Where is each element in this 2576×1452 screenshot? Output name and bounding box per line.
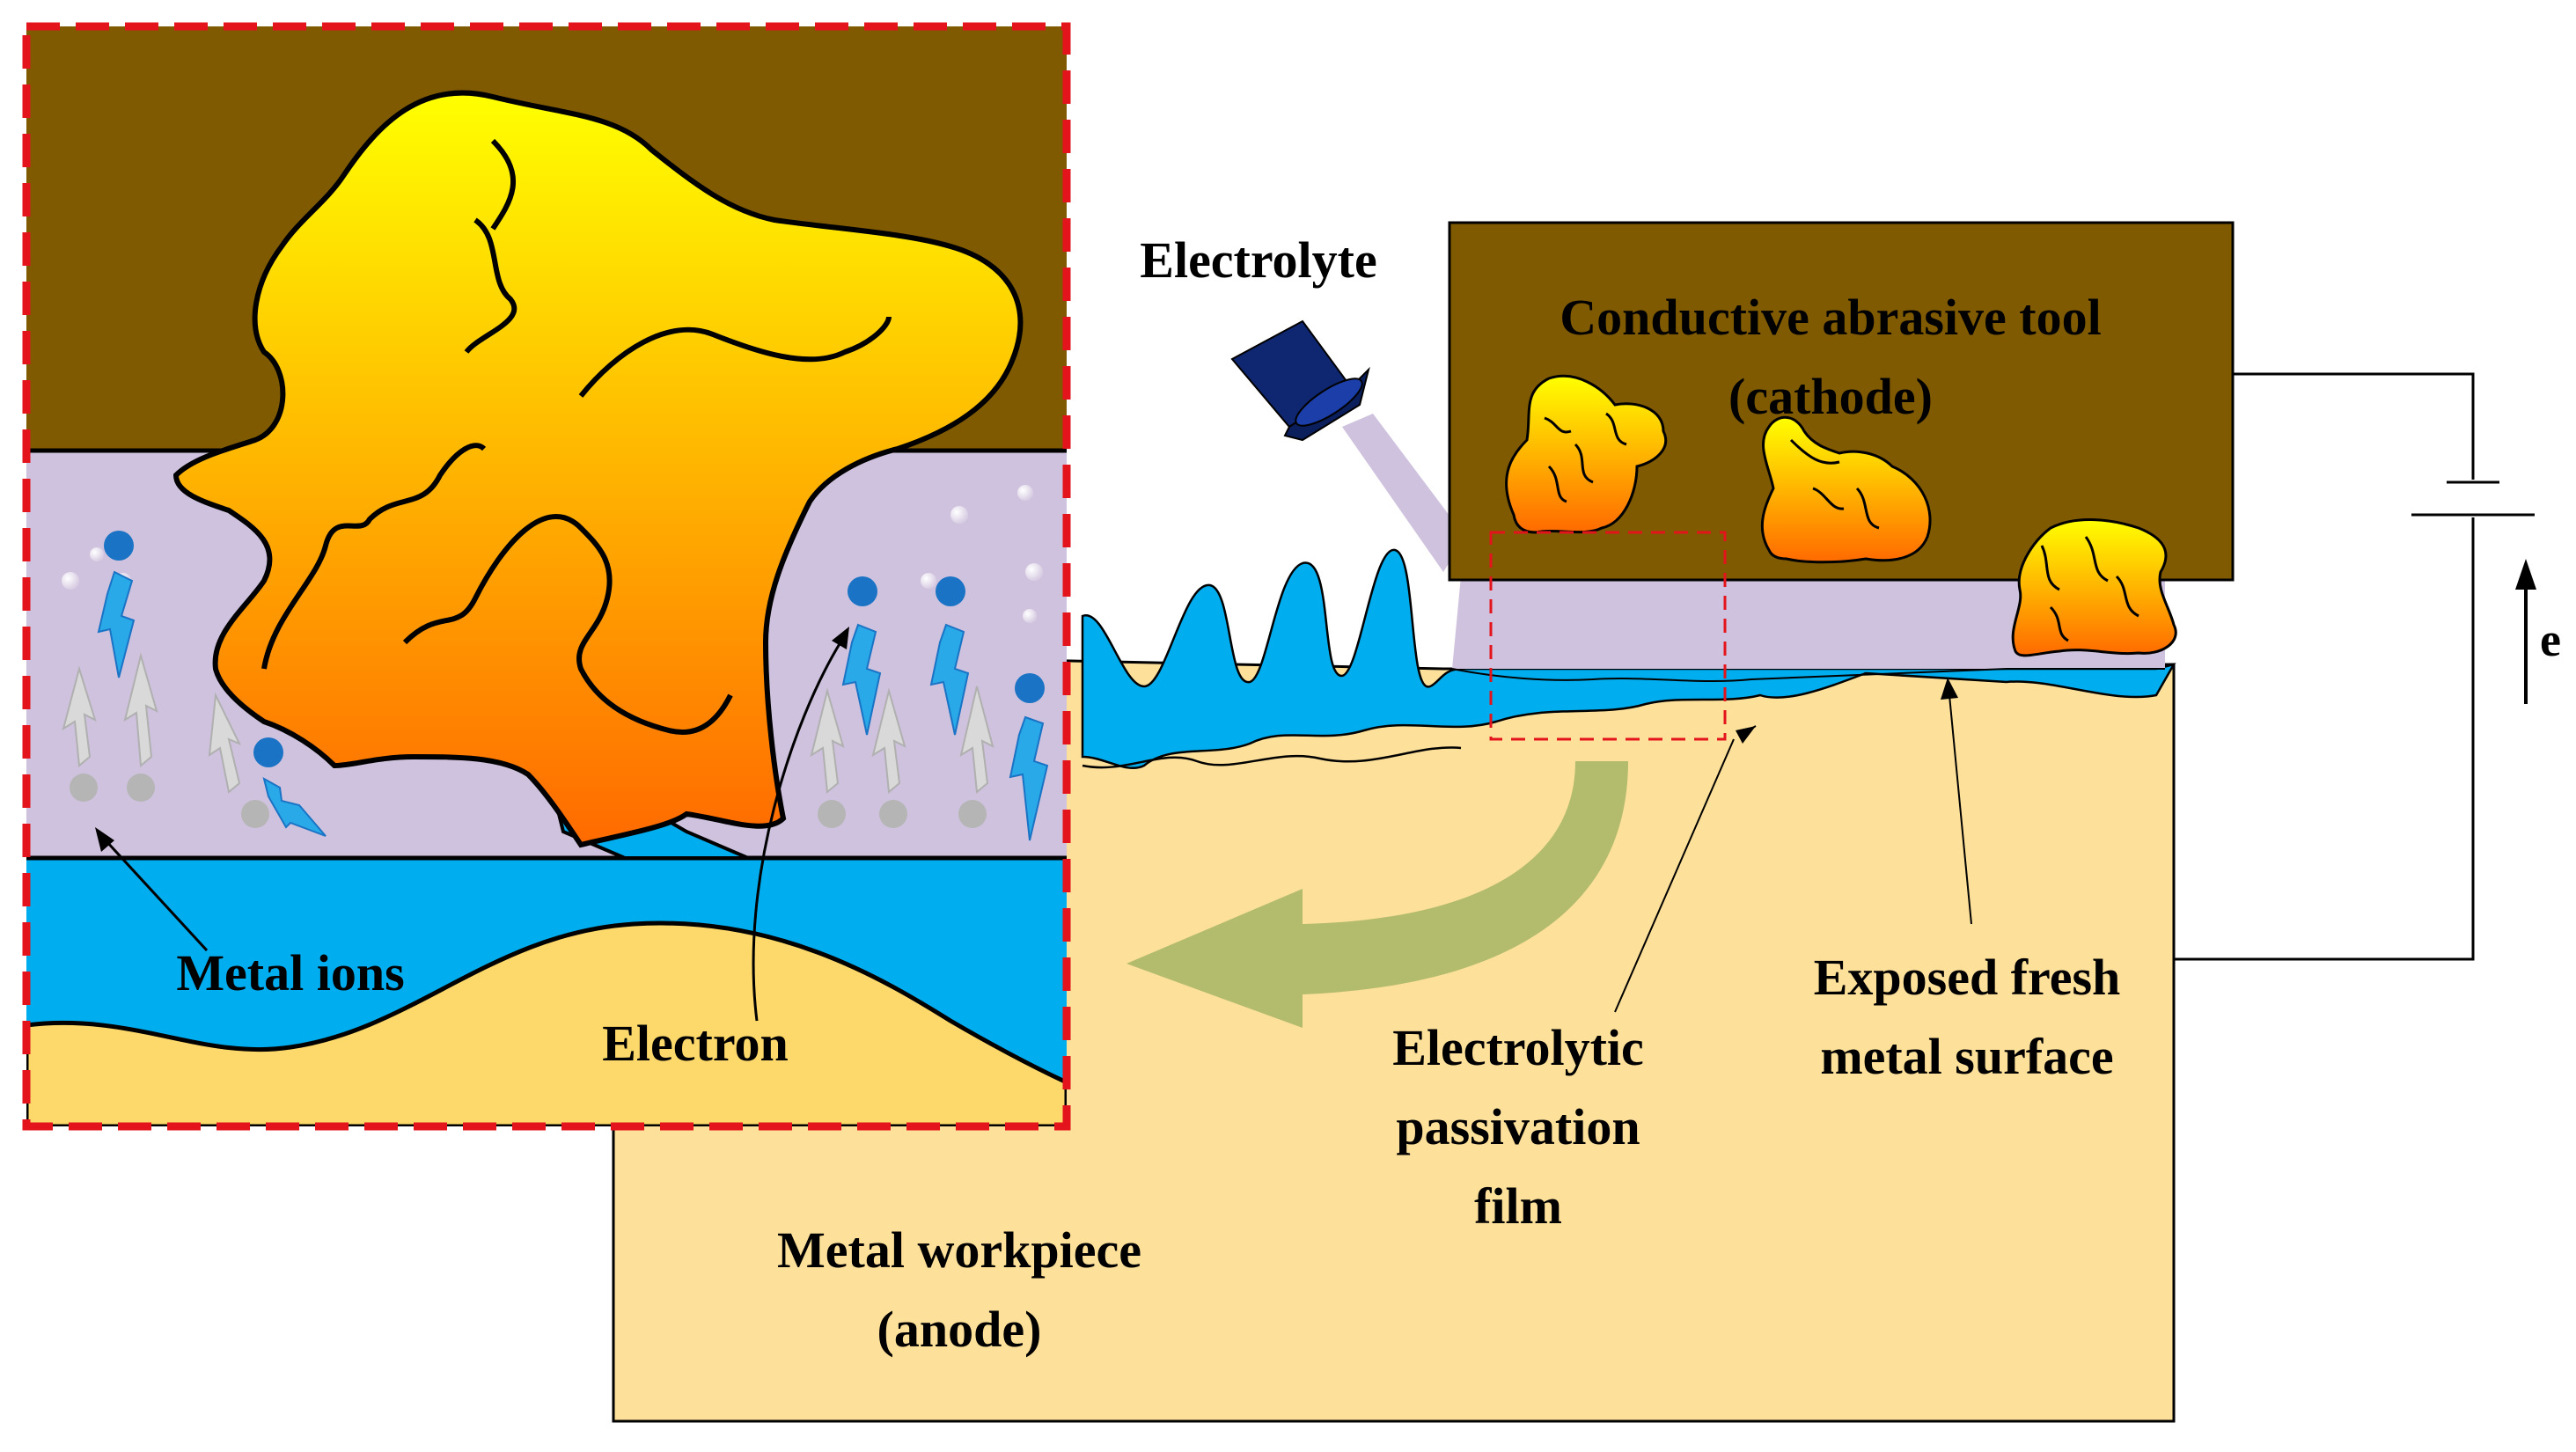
inset-border [22, 22, 1071, 1131]
label-tool-line1: Conductive abrasive tool [1560, 289, 2101, 346]
label-workpiece-line1: Metal workpiece [777, 1221, 1141, 1279]
label-workpiece-line2: (anode) [877, 1301, 1042, 1358]
nozzle-icon [1230, 319, 1370, 442]
metal-ions [97, 531, 1049, 841]
large-abrasive-grain [172, 90, 1024, 848]
label-passivation-line3: film [1474, 1177, 1562, 1235]
label-passivation-line2: passivation [1396, 1098, 1640, 1155]
ion-migration-arrows [62, 652, 994, 794]
magnify-arrow [1127, 761, 1628, 1028]
inset-zoom-view [26, 26, 1067, 1126]
label-current-symbol: e [2540, 613, 2561, 666]
electrolyte-layer [1081, 548, 2176, 770]
label-electrolyte: Electrolyte [1140, 231, 1376, 289]
leader-metal-ions [95, 827, 209, 952]
label-metal-ions: Metal ions [176, 944, 404, 1001]
label-fresh-line1: Exposed fresh [1814, 949, 2121, 1006]
abrasive-grain [2011, 518, 2177, 657]
leader-passivation [1614, 725, 1757, 1013]
label-electron: Electron [602, 1015, 789, 1072]
leader-fresh-surface [1941, 678, 1972, 925]
circuit [2174, 372, 2535, 961]
label-tool-line2: (cathode) [1728, 368, 1933, 425]
metal-atoms [70, 774, 987, 828]
label-fresh-line2: metal surface [1820, 1028, 2113, 1085]
leader-electron [752, 627, 849, 1022]
electrolyte-spray [1342, 414, 1465, 572]
abrasive-grain [1505, 374, 1668, 534]
passivation-film [1451, 576, 2165, 682]
current-direction-arrow [2515, 559, 2536, 704]
zoom-region-indicator [1489, 531, 1727, 741]
abrasive-grain [1760, 415, 1932, 564]
label-passivation-line1: Electrolytic [1392, 1019, 1644, 1076]
